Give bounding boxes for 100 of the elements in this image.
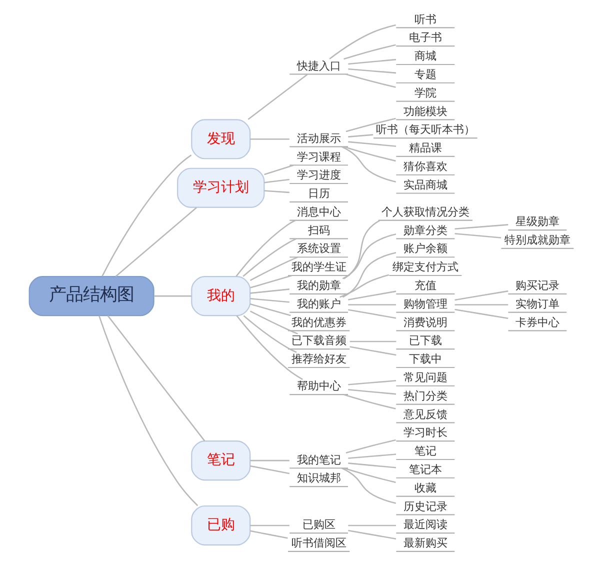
connector (348, 380, 396, 386)
node-text: 个人获取情况分类 (380, 205, 469, 218)
node-text: 笔记 (414, 444, 436, 458)
connector (343, 146, 396, 162)
node-text: 我的笔记 (296, 453, 340, 466)
node-text: 卡券中心 (514, 316, 559, 329)
node-text: 常见问题 (402, 371, 447, 384)
node-box: 笔记 (190, 440, 250, 481)
connector (250, 303, 290, 316)
node-text: 精品课 (408, 142, 442, 155)
node-text: 星级勋章 (514, 215, 559, 228)
node-text: 热门分类 (402, 389, 447, 402)
node-text: 我的学生证 (290, 260, 346, 274)
connector (341, 468, 396, 504)
node-text: 商城 (414, 50, 436, 63)
connector (114, 207, 196, 277)
node-text: 实品商城 (402, 178, 447, 192)
connector (242, 315, 296, 353)
node-text: 知识城邦 (296, 472, 340, 485)
node-text: 账户余额 (402, 242, 447, 256)
node-text: 下载中 (408, 352, 442, 366)
connector (454, 224, 508, 230)
connector (348, 68, 396, 74)
connector (348, 58, 396, 65)
node-text: 学习课程 (296, 150, 340, 164)
node-text: 学习进度 (296, 168, 340, 182)
connector (345, 74, 396, 88)
node-text: 笔记本 (408, 463, 442, 476)
connector (348, 309, 396, 319)
node-text: 帮助中心 (296, 380, 340, 393)
node-text: 我的优惠券 (290, 316, 346, 329)
node-text: 实物订单 (514, 297, 559, 310)
connector (250, 465, 290, 474)
connector (343, 394, 396, 410)
node-box: 已购 (190, 505, 250, 546)
connector (345, 118, 396, 132)
node-text: 听书借阅区 (290, 536, 346, 550)
node-text: 购物管理 (402, 297, 447, 310)
node-text: 听书 (414, 12, 436, 26)
node-text: 已购区 (302, 518, 335, 532)
node-text: 意见反馈 (402, 408, 447, 421)
node-text: 活动展示 (296, 132, 340, 145)
node-text: 推荐给好友 (290, 352, 346, 366)
connector (454, 233, 501, 238)
connector (236, 315, 302, 380)
connector (264, 190, 289, 194)
node-text: 购买记录 (514, 279, 559, 292)
connector (328, 24, 396, 60)
connector (348, 134, 373, 138)
connector (250, 288, 289, 294)
node-box: 产品结构图 (28, 276, 154, 316)
node-text: 猜你喜欢 (402, 160, 447, 173)
node-text: 功能模块 (402, 104, 447, 118)
connector (242, 238, 296, 277)
connector (264, 178, 289, 184)
node-text: 特别成就勋章 (504, 234, 570, 247)
node-text: 已下载音频 (290, 334, 346, 348)
connector (250, 298, 289, 303)
node-text: 扫码 (307, 224, 330, 237)
node-text: 我的勋章 (296, 279, 340, 292)
connector (345, 439, 396, 454)
connector (343, 220, 380, 280)
node-text: 电子书 (408, 31, 442, 44)
node-box: 学习计划 (176, 168, 264, 208)
connector (454, 304, 508, 306)
connector (250, 524, 289, 526)
node-text: 专题 (414, 68, 436, 82)
connector (98, 315, 198, 506)
node-text: 已下载 (408, 334, 442, 348)
node-text: 最新购买 (402, 536, 447, 550)
connector (101, 154, 192, 276)
connector (349, 346, 396, 356)
connector (348, 530, 396, 540)
connector (247, 74, 308, 120)
node-text: 充值 (414, 279, 436, 292)
connector (348, 388, 396, 395)
connector (249, 310, 298, 334)
node-text: 学院 (414, 86, 436, 100)
node-text: 绑定支付方式 (392, 260, 458, 274)
connector (342, 234, 396, 280)
node-text: 学习时长 (402, 426, 447, 440)
connector (235, 220, 296, 277)
connector (249, 256, 298, 281)
connector (249, 274, 292, 288)
node-text: 听书（每天听本书） (375, 123, 474, 136)
node-box: 发现 (190, 119, 250, 160)
connector (343, 468, 396, 483)
connector (348, 304, 396, 306)
connector (106, 315, 205, 442)
connector (454, 308, 508, 320)
connector (343, 44, 396, 60)
connector (348, 454, 396, 459)
connector (348, 462, 396, 468)
node-text: 最近阅读 (402, 518, 447, 532)
node-text: 历史记录 (402, 500, 447, 513)
connector (250, 530, 288, 539)
connector (348, 524, 396, 526)
connector (348, 141, 396, 147)
connector (342, 252, 396, 298)
node-text: 系统设置 (296, 242, 340, 256)
